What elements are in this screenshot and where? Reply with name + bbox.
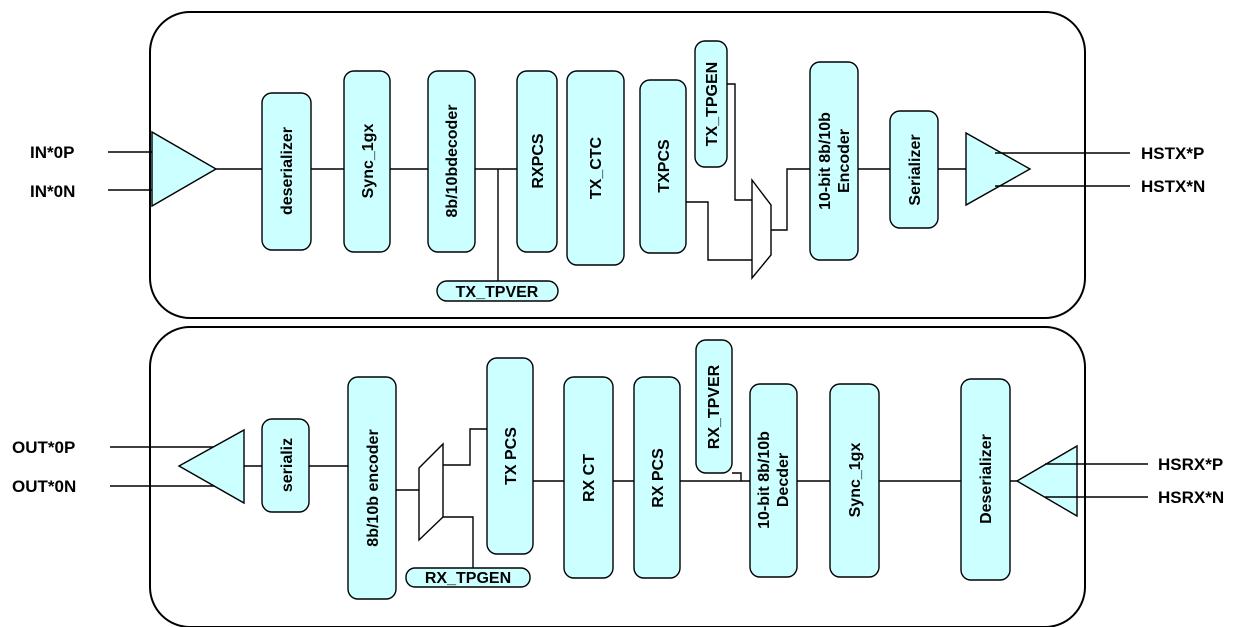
rxpcs-block: RXPCS	[516, 70, 558, 253]
svg-text:TXPCS: TXPCS	[656, 139, 673, 193]
svg-text:TX_CTC: TX_CTC	[588, 136, 605, 199]
input-buffer	[151, 130, 218, 208]
svg-text:TX PCS: TX PCS	[503, 427, 520, 485]
8b10b-decoder-block: 8b/10bdecoder	[427, 70, 476, 253]
hstx-n-label: HSTX*N	[1141, 177, 1205, 196]
svg-text:Decder: Decder	[775, 453, 792, 507]
rx-tpver-tap-wire	[732, 472, 742, 481]
output-driver	[965, 131, 1032, 207]
serializer-block: Serializer	[889, 110, 939, 229]
svg-text:8b/10b encoder: 8b/10b encoder	[365, 429, 382, 546]
8b10b-encoder-block: 8b/10b encoder	[347, 376, 397, 600]
deserializer-block: deserializer	[261, 92, 312, 251]
sync-1gx-block: Sync_1gx	[343, 70, 391, 253]
rx-pcs-block: RX PCS	[633, 376, 681, 579]
svg-text:RX PCS: RX PCS	[650, 448, 667, 508]
deserializer-rx-block: Deserializer	[960, 378, 1011, 581]
mux-to-encoder-wire	[771, 168, 810, 231]
serializ-block: serializ	[261, 418, 310, 513]
tx-path-panel: IN*0P IN*0N HSTX*P HSTX*N deserializer	[30, 11, 1205, 319]
tx-tpver-block: TX_TPVER	[436, 280, 559, 302]
tx-tpgen-block: TX_TPGEN	[694, 40, 728, 168]
txpcs-to-mux-wire	[443, 428, 487, 466]
hsrx-p-label: HSRX*P	[1158, 455, 1223, 474]
svg-text:Encoder: Encoder	[836, 129, 853, 193]
rx-ct-block: RX CT	[563, 376, 614, 579]
svg-text:RX_TPGEN: RX_TPGEN	[425, 570, 511, 587]
svg-text:TX_TPGEN: TX_TPGEN	[704, 62, 721, 146]
rx-tpgen-block: RX_TPGEN	[405, 567, 531, 588]
svg-text:Sync_1gx: Sync_1gx	[847, 443, 864, 518]
txpcs-to-mux-wire	[686, 201, 752, 261]
svg-text:deserializer: deserializer	[279, 127, 296, 215]
hsrx-n-label: HSRX*N	[1158, 488, 1224, 507]
rx-tpgen-to-mux-wire	[443, 516, 474, 568]
svg-text:RXPCS: RXPCS	[530, 133, 547, 188]
encoder-block: 10-bit 8b/10b Encoder	[809, 61, 859, 261]
hstx-p-label: HSTX*P	[1141, 144, 1204, 163]
tx-ctc-block: TX_CTC	[566, 70, 625, 266]
rx-path-panel: OUT*0P OUT*0N HSRX*P HSRX*N serializ	[12, 326, 1224, 627]
svg-text:TX_TPVER: TX_TPVER	[456, 284, 539, 301]
svg-text:Serializer: Serializer	[907, 134, 924, 205]
out-0p-label: OUT*0P	[12, 438, 75, 457]
sync-1gx-rx-block: Sync_1gx	[829, 383, 880, 578]
rx-tpver-block: RX_TPVER	[695, 339, 733, 474]
decoder-block: 10-bit 8b/10b Decder	[749, 383, 798, 578]
svg-text:8b/10bdecoder: 8b/10bdecoder	[444, 105, 461, 218]
svg-text:10-bit 8b/10b: 10-bit 8b/10b	[817, 112, 834, 210]
svg-text:serializ: serializ	[279, 438, 296, 492]
svg-text:RX CT: RX CT	[581, 454, 598, 502]
svg-text:Sync_1gx: Sync_1gx	[360, 124, 377, 199]
svg-text:Deserializer: Deserializer	[978, 434, 995, 524]
in-0p-label: IN*0P	[30, 143, 74, 162]
svg-text:10-bit 8b/10b: 10-bit 8b/10b	[756, 431, 773, 529]
out-0n-label: OUT*0N	[12, 477, 76, 496]
svg-text:RX_TPVER: RX_TPVER	[706, 364, 723, 449]
tx-mux	[751, 177, 772, 280]
txpcs-block: TXPCS	[639, 79, 687, 254]
tx-pcs-block: TX PCS	[486, 357, 534, 555]
in-0n-label: IN*0N	[30, 182, 75, 201]
